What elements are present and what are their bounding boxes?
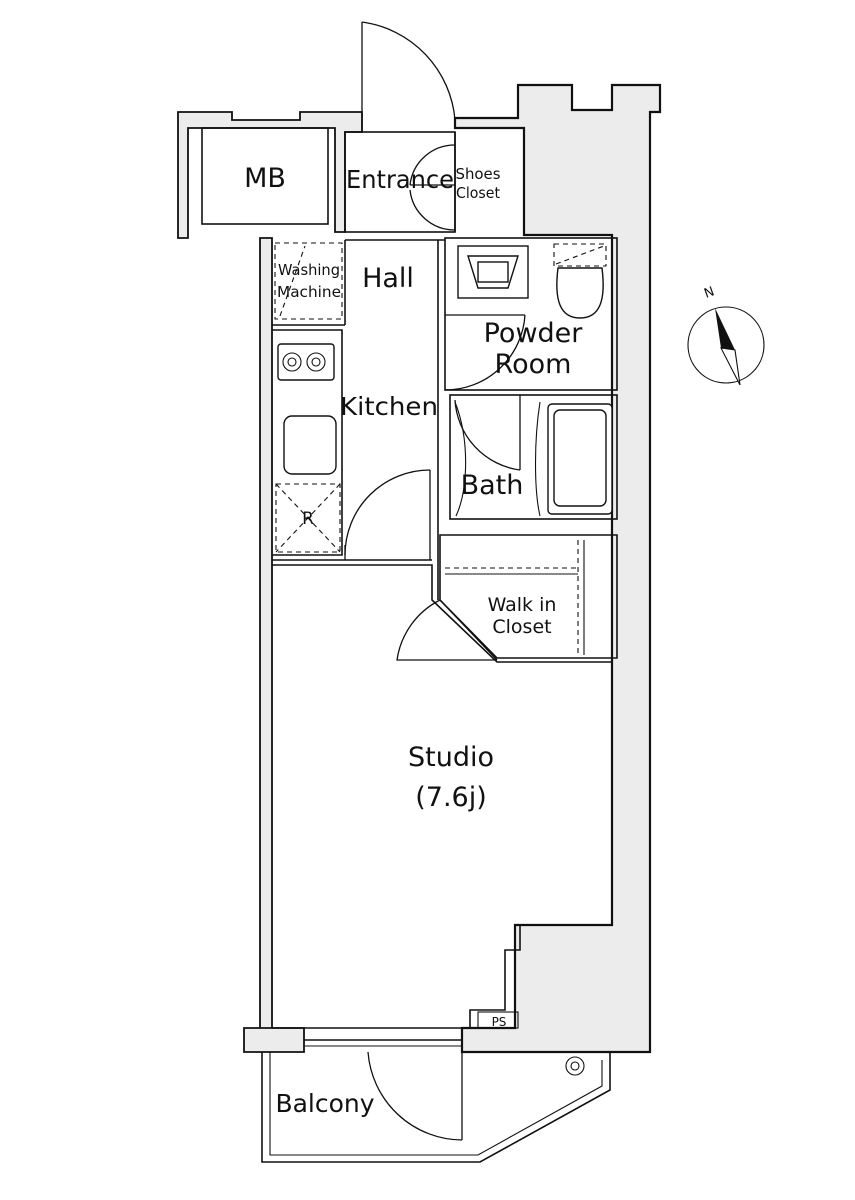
washing-machine-box	[274, 242, 343, 320]
toilet-tank-icon	[553, 243, 607, 267]
powder-room	[444, 237, 618, 391]
label-mb: MB	[244, 163, 286, 194]
compass-ring	[687, 306, 765, 384]
label-walk-in-closet-line1: Walk in	[488, 594, 557, 616]
label-refrigerator: R	[302, 509, 314, 529]
drain-icon	[565, 1056, 585, 1076]
label-studio-size: (7.6j)	[415, 782, 487, 813]
west-wall	[259, 237, 273, 1031]
compass: N	[687, 284, 765, 386]
bath-room	[449, 394, 618, 520]
kitchen-sink-icon	[283, 415, 337, 475]
stove-icon	[277, 343, 335, 381]
east-wall	[453, 83, 662, 1054]
north-arrow-icon	[715, 308, 735, 350]
label-shoes-closet-line2: Closet	[456, 184, 500, 202]
balcony-rail	[261, 1052, 611, 1163]
toilet-icon	[556, 267, 604, 319]
label-balcony: Balcony	[275, 1089, 374, 1118]
label-entrance: Entrance	[346, 165, 454, 194]
ps-box	[477, 1011, 519, 1029]
label-powder-room-line1: Powder	[484, 318, 584, 349]
compass-north-label: N	[702, 284, 716, 301]
closet-door	[439, 599, 498, 661]
walk-in-closet	[439, 534, 618, 659]
label-kitchen: Kitchen	[340, 392, 438, 421]
label-ps: PS	[492, 1015, 507, 1029]
label-studio: Studio	[408, 742, 494, 773]
balcony-rail-inner	[269, 1052, 603, 1156]
label-washing-machine-line1: Washing	[278, 261, 340, 279]
studio-room	[272, 564, 613, 1029]
label-shoes-closet-line1: Shoes	[456, 165, 501, 183]
label-hall: Hall	[362, 263, 414, 294]
mb-box	[201, 127, 329, 225]
kitchen-counter	[272, 329, 343, 556]
label-walk-in-closet-line2: Closet	[492, 616, 551, 638]
label-bath: Bath	[461, 470, 524, 501]
label-washing-machine-line2: Machine	[277, 283, 341, 301]
label-powder-room-line2: Room	[495, 349, 572, 380]
balcony-wall-left	[243, 1027, 305, 1053]
refrigerator-box	[275, 483, 341, 553]
